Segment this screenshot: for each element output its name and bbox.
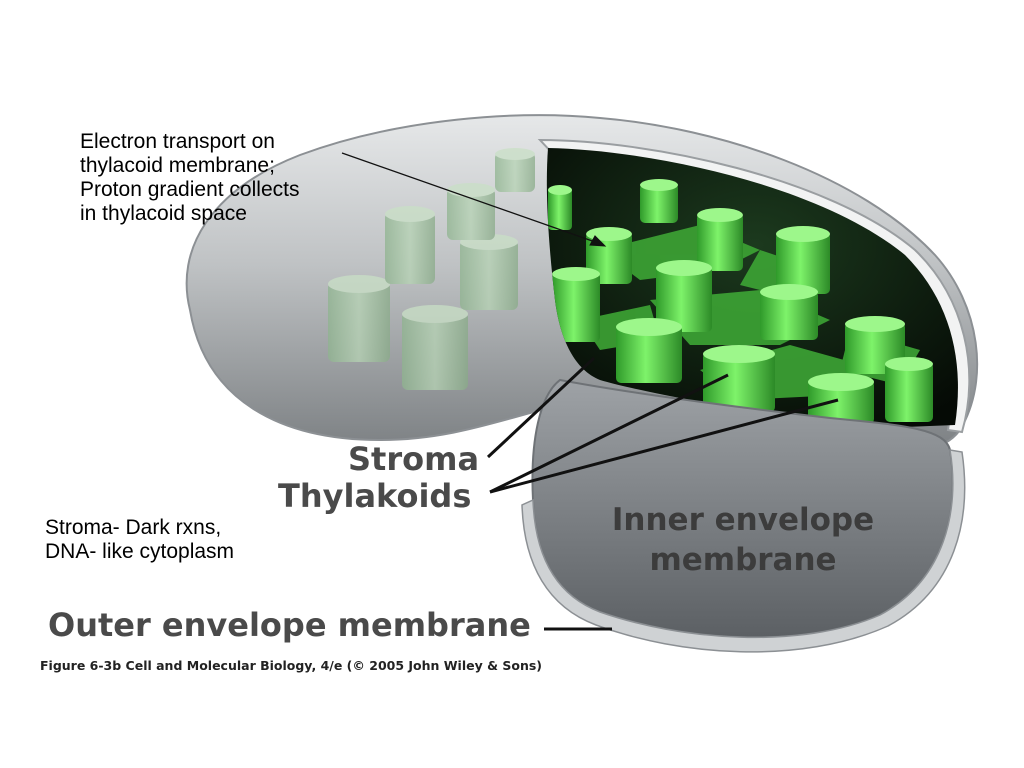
thylakoids-leader-1 bbox=[489, 373, 729, 494]
inner-envelope-label-line2: membrane bbox=[649, 542, 837, 578]
grana-stacks bbox=[548, 179, 933, 424]
electron-transport-arrow-line bbox=[341, 152, 599, 244]
outer-envelope-label: Outer envelope membrane bbox=[48, 606, 531, 644]
thylakoids-leader-2 bbox=[489, 398, 839, 494]
figure-caption: Figure 6-3b Cell and Molecular Biology, … bbox=[40, 658, 543, 673]
stroma-label: Stroma bbox=[348, 440, 480, 478]
leader-lines bbox=[341, 152, 839, 631]
stroma-note: Stroma- Dark rxns, DNA- like cytoplasm bbox=[45, 516, 235, 563]
ghost-thylakoids bbox=[328, 148, 535, 390]
inner-envelope-label-line1: Inner envelope bbox=[611, 502, 875, 538]
electron-transport-arrowhead bbox=[589, 235, 607, 247]
thylakoids-label: Thylakoids bbox=[278, 477, 472, 515]
electron-transport-note: Electron transport on thylacoid membrane… bbox=[80, 130, 300, 225]
stroma-leader bbox=[486, 356, 596, 459]
